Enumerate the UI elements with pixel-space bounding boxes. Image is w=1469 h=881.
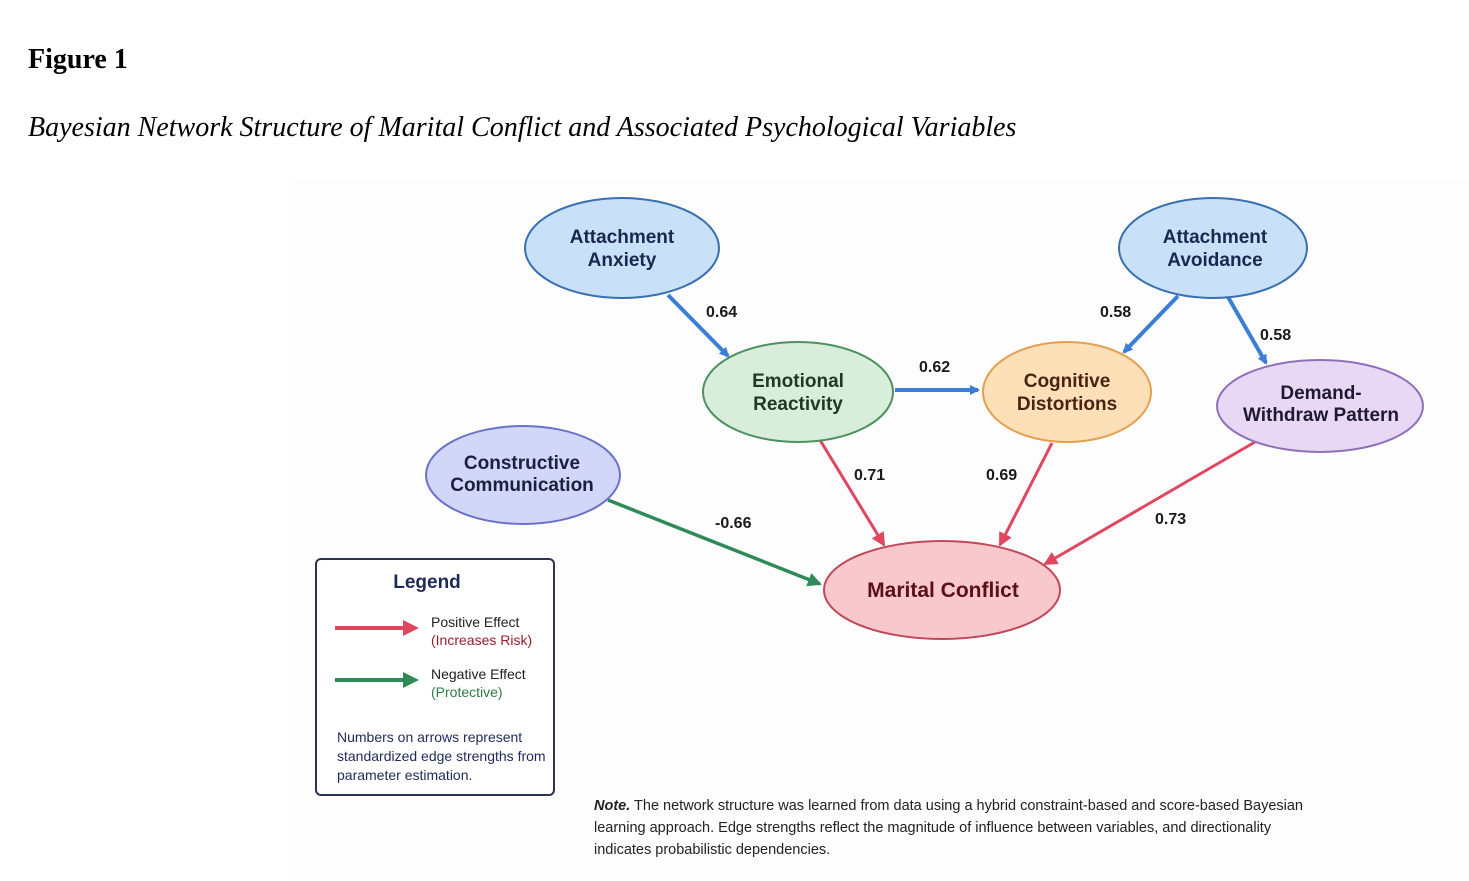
- legend-positive-label: Positive Effect: [431, 614, 520, 630]
- legend-title: Legend: [393, 572, 461, 593]
- edge-label-demand-marital: 0.73: [1155, 511, 1186, 528]
- node-label: Attachment: [570, 227, 675, 248]
- edge-label-emotional-cognitive: 0.62: [919, 359, 950, 376]
- node-label: Constructive: [464, 453, 580, 474]
- node-demand-withdraw: Demand- Withdraw Pattern: [1216, 359, 1424, 453]
- edge-label-constructive-marital: -0.66: [715, 515, 752, 532]
- figure-title: Bayesian Network Structure of Marital Co…: [28, 112, 1017, 143]
- legend-box: Legend Positive Effect (Increases Risk) …: [315, 558, 555, 796]
- edge-anxiety-to-emotional: [666, 293, 730, 358]
- node-label: Demand-: [1280, 383, 1361, 404]
- edge-label-avoidance-demand: 0.58: [1260, 327, 1291, 344]
- figure-note: Note. The network structure was learned …: [594, 795, 1314, 861]
- node-label: Attachment: [1163, 227, 1268, 248]
- legend-positive-sublabel: (Increases Risk): [431, 632, 533, 648]
- edge-avoidance-to-demand: [1226, 296, 1268, 365]
- node-label: Cognitive: [1024, 371, 1111, 392]
- edge-cognitive-to-marital: [998, 442, 1054, 547]
- edge-avoidance-to-cognitive: [1122, 294, 1180, 354]
- figure-label: Figure 1: [28, 44, 128, 75]
- legend-note: Numbers on arrows represent standardized…: [337, 729, 546, 783]
- node-label: Emotional: [752, 371, 844, 392]
- node-label: Withdraw Pattern: [1243, 405, 1399, 426]
- edges: [607, 293, 1268, 587]
- node-emotional-reactivity: Emotional Reactivity: [702, 341, 894, 443]
- node-label: Communication: [450, 475, 594, 496]
- edge-label-anxiety-emotional: 0.64: [706, 304, 737, 321]
- edge-constructive-to-marital: [607, 498, 822, 587]
- edge-label-emotional-marital: 0.71: [854, 467, 885, 484]
- node-attachment-avoidance: Attachment Avoidance: [1118, 197, 1308, 299]
- edge-emotional-to-marital: [818, 439, 886, 547]
- node-attachment-anxiety: Attachment Anxiety: [524, 197, 720, 299]
- positive-arrow-icon: [335, 620, 419, 636]
- edge-label-cognitive-marital: 0.69: [986, 467, 1017, 484]
- node-label: Anxiety: [588, 250, 657, 271]
- note-label: Note.: [594, 798, 631, 814]
- node-constructive-communication: Constructive Communication: [425, 425, 621, 525]
- node-cognitive-distortions: Cognitive Distortions: [982, 341, 1152, 443]
- node-label: Reactivity: [753, 394, 843, 415]
- negative-arrow-icon: [335, 672, 419, 688]
- legend-negative-sublabel: (Protective): [431, 684, 503, 700]
- node-label: Marital Conflict: [867, 579, 1019, 602]
- node-marital-conflict: Marital Conflict: [823, 540, 1061, 640]
- legend-item-negative: Negative Effect (Protective): [333, 666, 548, 706]
- node-label: Avoidance: [1167, 250, 1262, 271]
- edge-label-avoidance-cognitive: 0.58: [1100, 304, 1131, 321]
- legend-negative-label: Negative Effect: [431, 666, 526, 682]
- node-label: Distortions: [1017, 394, 1117, 415]
- note-text: The network structure was learned from d…: [594, 798, 1303, 858]
- legend-item-positive: Positive Effect (Increases Risk): [333, 614, 548, 654]
- edge-demand-to-marital: [1043, 440, 1256, 566]
